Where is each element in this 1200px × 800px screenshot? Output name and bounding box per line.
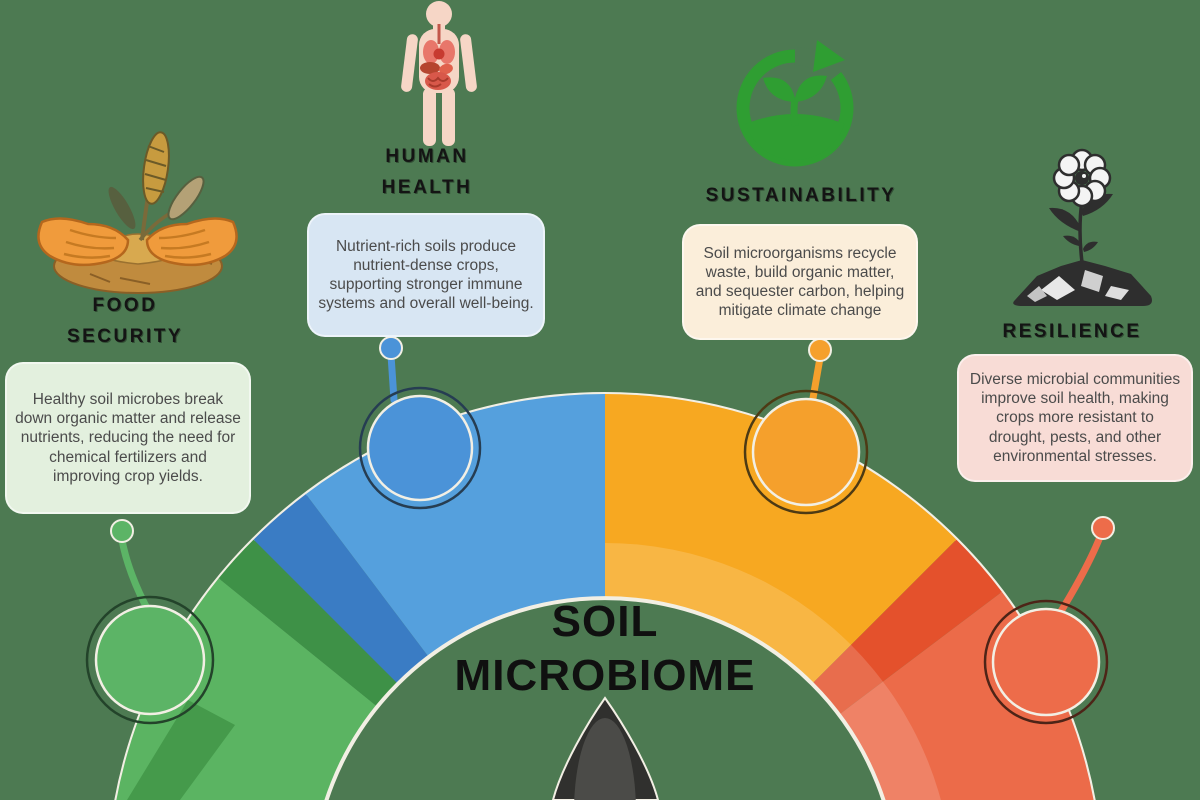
gauge-inner-highlight-band xyxy=(605,543,941,800)
connector-dot-food-security xyxy=(110,519,134,543)
info-text-sustainability: Soil microorganisms recycle waste, build… xyxy=(695,244,905,320)
connector-ring-sustainability xyxy=(743,389,869,515)
connector-stem-human-health xyxy=(387,351,398,404)
connector-stem-sustainability xyxy=(808,354,824,408)
section-title-sustainability: SUSTAINABILITY xyxy=(671,180,931,211)
flower-rocks-icon xyxy=(1013,148,1152,306)
connector-node-human-health xyxy=(366,394,474,502)
connector-dot-sustainability xyxy=(808,338,832,362)
info-text-food-security: Healthy soil microbes break down organic… xyxy=(15,390,241,485)
title-line: HUMAN xyxy=(385,146,469,167)
info-box-sustainability: Soil microorganisms recycle waste, build… xyxy=(682,224,918,340)
section-title-human-health: HUMAN HEALTH xyxy=(327,141,527,203)
title-line: HEALTH xyxy=(381,177,473,198)
connector-dot-resilience xyxy=(1091,516,1115,540)
connector-stem-food-security xyxy=(118,536,152,614)
gauge-segment-human-health-shade xyxy=(253,494,429,684)
connector-stem-resilience xyxy=(1054,533,1104,620)
connector-node-resilience xyxy=(991,607,1101,717)
recycle-plant-icon xyxy=(736,40,854,167)
human-body-icon xyxy=(401,1,477,146)
info-box-resilience: Diverse microbial communities improve so… xyxy=(957,354,1193,482)
hands-soil-icon xyxy=(37,131,238,294)
section-title-food-security: FOOD SECURITY xyxy=(25,290,225,352)
info-box-human-health: Nutrient-rich soils produce nutrient-den… xyxy=(307,213,545,337)
gauge-segment-resilience-shade xyxy=(812,539,1002,715)
title-line: SECURITY xyxy=(66,326,184,347)
center-title: SOIL MICROBIOME xyxy=(405,596,805,704)
title-line: FOOD xyxy=(92,295,158,316)
connector-node-sustainability xyxy=(751,397,861,507)
connector-node-food-security xyxy=(94,604,206,716)
connector-ring-food-security xyxy=(85,595,215,725)
title-line: RESILIENCE xyxy=(1002,321,1142,342)
connector-ring-resilience xyxy=(983,599,1109,725)
info-text-resilience: Diverse microbial communities improve so… xyxy=(969,370,1181,465)
title-line: SUSTAINABILITY xyxy=(705,185,897,206)
gauge-segment-food-security-shade xyxy=(218,539,398,707)
gauge-green-node-shadow xyxy=(127,700,235,800)
section-title-resilience: RESILIENCE xyxy=(952,316,1192,347)
connector-ring-human-health xyxy=(358,386,482,510)
needle-inner-highlight xyxy=(574,718,636,800)
info-text-human-health: Nutrient-rich soils produce nutrient-den… xyxy=(318,237,534,313)
connector-dot-human-health xyxy=(379,336,403,360)
center-title-line1: SOIL xyxy=(551,597,659,646)
info-box-food-security: Healthy soil microbes break down organic… xyxy=(5,362,251,514)
gauge-inner-outline xyxy=(324,596,886,800)
center-title-line2: MICROBIOME xyxy=(454,651,756,700)
